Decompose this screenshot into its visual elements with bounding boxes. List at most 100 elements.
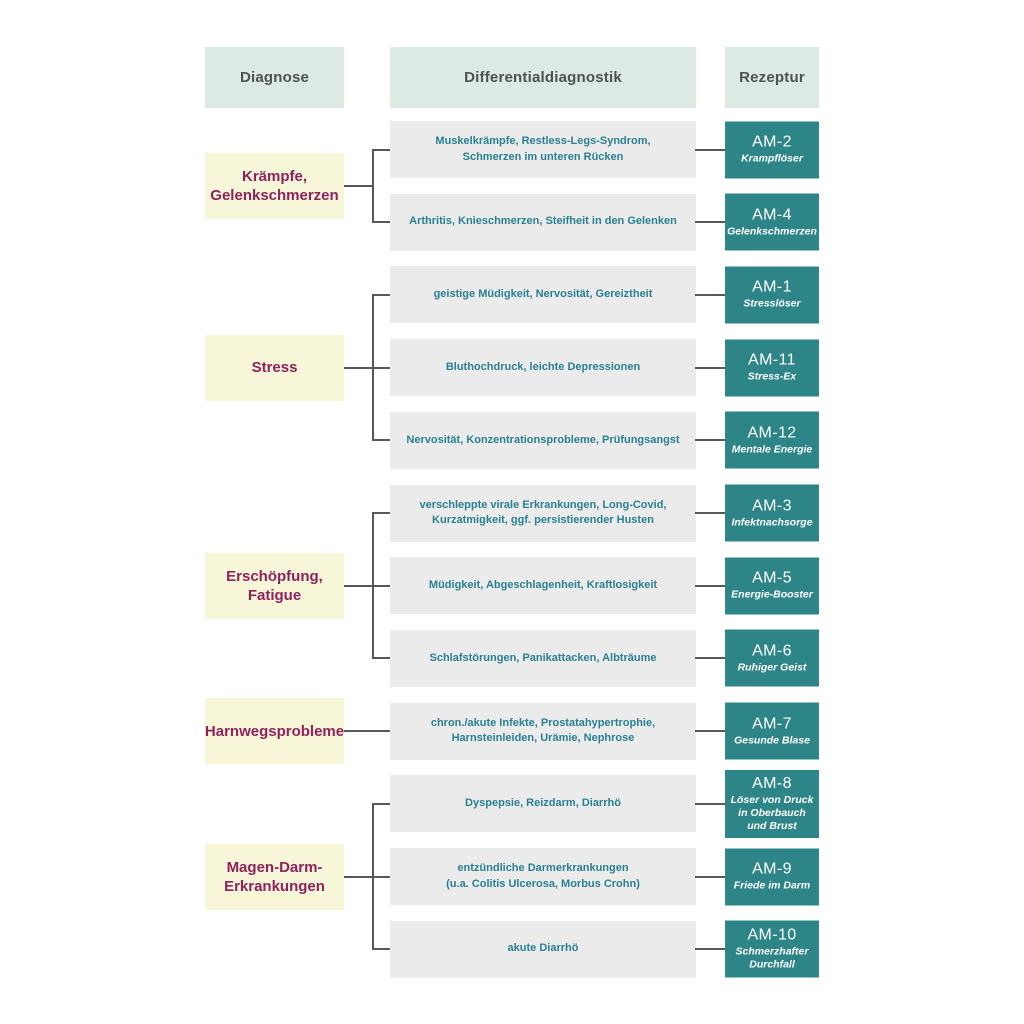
- differential-box: verschleppte virale Erkrankungen, Long-C…: [390, 484, 696, 542]
- rezeptur-name: Stress-Ex: [747, 370, 797, 383]
- differential-box: Dyspepsie, Reizdarm, Diarrhö: [390, 775, 696, 833]
- rezeptur-code: AM-9: [752, 860, 792, 878]
- connector-stub-line: [372, 439, 392, 442]
- differential-text-line: Nervosität, Konzentrationsprobleme, Prüf…: [406, 433, 680, 446]
- connector-stub-line: [372, 512, 392, 514]
- connector-stub-line: [372, 875, 392, 878]
- rezeptur-name: Friede im Darm: [733, 879, 811, 892]
- connector-recipe-line: [695, 730, 725, 733]
- connector-recipe-line: [695, 439, 725, 442]
- rezeptur-name: Krampflöser: [741, 152, 803, 165]
- rezeptur-name: Energie-Booster: [731, 588, 813, 601]
- rezeptur-name: Gelenkschmerzen: [727, 225, 817, 238]
- connector-diagnosis-line: [344, 184, 374, 187]
- column-header-rezeptur: Rezeptur: [725, 47, 819, 108]
- differential-text-line: chron./akute Infekte, Prostatahypertroph…: [430, 716, 656, 729]
- rezeptur-name: Gesunde Blase: [734, 734, 810, 747]
- differential-box: akute Diarrhö: [390, 920, 696, 978]
- rezeptur-code: AM-3: [752, 497, 792, 514]
- connector-recipe-line: [695, 293, 725, 296]
- differential-text-line: Arthritis, Knieschmerzen, Steifheit in d…: [409, 215, 677, 228]
- differential-text-line: akute Diarrhö: [507, 942, 579, 955]
- connector-recipe-line: [695, 512, 725, 514]
- connector-stub-line: [372, 802, 392, 805]
- differential-text-line: Dyspepsie, Reizdarm, Diarrhö: [465, 797, 621, 810]
- connector-recipe-line: [695, 802, 725, 805]
- diagnosis-label-line: Erschöpfung,: [226, 567, 323, 585]
- diagnosis-box: Stress: [205, 334, 344, 401]
- differential-text-line: Kurzatmigkeit, ggf. persistierender Hust…: [432, 514, 654, 526]
- rezeptur-code: AM-11: [748, 351, 796, 369]
- rezeptur-code: AM-4: [752, 206, 792, 224]
- rezeptur-code: AM-2: [752, 133, 792, 151]
- differential-text-line: (u.a. Colitis Ulcerosa, Morbus Crohn): [446, 877, 640, 890]
- diagnosis-box: Erschöpfung,Fatigue: [205, 552, 344, 619]
- connector-diagnosis-line: [344, 875, 374, 878]
- connector-diagnosis-line: [344, 730, 392, 733]
- diagnosis-label-line: Magen-Darm-: [226, 858, 323, 876]
- rezeptur-name: Infektnachsorge: [731, 516, 813, 528]
- differential-text-line: geistige Müdigkeit, Nervosität, Gereizth…: [433, 288, 653, 301]
- connector-stub-line: [372, 366, 392, 369]
- differential-box: Nervosität, Konzentrationsprobleme, Prüf…: [390, 411, 696, 469]
- rezeptur-name: Löser von Druck in Oberbauch und Brust: [730, 793, 814, 832]
- connector-recipe-line: [695, 948, 725, 951]
- diagnosis-label-line: Erkrankungen: [224, 877, 325, 895]
- differential-box: Müdigkeit, Abgeschlagenheit, Kraftlosigk…: [390, 557, 696, 615]
- connector-recipe-line: [695, 221, 725, 224]
- rezeptur-code: AM-1: [752, 278, 792, 296]
- rezeptur-code: AM-10: [747, 926, 797, 944]
- differential-text-line: entzündliche Darmerkrankungen: [457, 862, 629, 874]
- connector-recipe-line: [695, 657, 725, 660]
- connector-stub-line: [372, 657, 392, 660]
- differential-box: Muskelkrämpfe, Restless-Legs-Syndrom, Sch…: [390, 121, 696, 178]
- diagnosis-box: Krämpfe,Gelenkschmerzen: [205, 152, 344, 219]
- diagnosis-box: Harnwegsprobleme: [205, 698, 344, 765]
- rezeptur-code: AM-6: [752, 642, 792, 660]
- differential-box: geistige Müdigkeit, Nervosität, Gereizth…: [390, 266, 696, 324]
- rezeptur-name: Schmerzhafter Durchfall: [735, 945, 809, 971]
- differential-text-line: Muskelkrämpfe, Restless-Legs-Syndrom,: [435, 135, 651, 147]
- differential-text-line: Schlafstörungen, Panikattacken, Albträum…: [429, 651, 657, 664]
- differential-box: Bluthochdruck, leichte Depressionen: [390, 339, 696, 397]
- connector-recipe-line: [695, 366, 725, 369]
- connector-diagnosis-line: [344, 584, 374, 587]
- connector-stub-line: [372, 584, 392, 587]
- diagnosis-label-line: Stress: [251, 359, 298, 377]
- column-header-diagnose: Diagnose: [205, 47, 344, 108]
- differential-text-line: Harnsteinleiden, Urämie, Nephrose: [451, 732, 635, 745]
- differential-text-line: Müdigkeit, Abgeschlagenheit, Kraftlosigk…: [428, 578, 658, 591]
- connector-stub-line: [372, 221, 392, 224]
- connector-stub-line: [372, 293, 392, 296]
- differential-text-line: Bluthochdruck, leichte Depressionen: [445, 360, 641, 373]
- connector-stub-line: [372, 948, 392, 951]
- differential-box: chron./akute Infekte, Prostatahypertroph…: [390, 702, 696, 760]
- connector-diagnosis-line: [344, 366, 374, 369]
- column-header-differentialdiagnostik: Differentialdiagnostik: [390, 47, 696, 108]
- rezeptur-code: AM-8: [752, 774, 792, 792]
- diagnosis-label-line: Fatigue: [247, 586, 302, 604]
- connector-recipe-line: [695, 148, 725, 151]
- differential-text-line: verschleppte virale Erkrankungen, Long-C…: [419, 498, 667, 511]
- differential-box: entzündliche Darmerkrankungen (u.a. Colit…: [390, 848, 696, 905]
- differential-text-line: Schmerzen im unteren Rücken: [462, 150, 624, 163]
- differential-box: Schlafstörungen, Panikattacken, Albträum…: [390, 629, 696, 687]
- rezeptur-code: AM-5: [752, 569, 792, 587]
- differential-box: Arthritis, Knieschmerzen, Steifheit in d…: [390, 193, 696, 251]
- connector-recipe-line: [695, 875, 725, 878]
- rezeptur-code: AM-12: [747, 424, 797, 442]
- rezeptur-name: Stresslöser: [743, 297, 801, 310]
- connector-stub-line: [372, 148, 392, 151]
- rezeptur-name: Ruhiger Geist: [737, 661, 807, 674]
